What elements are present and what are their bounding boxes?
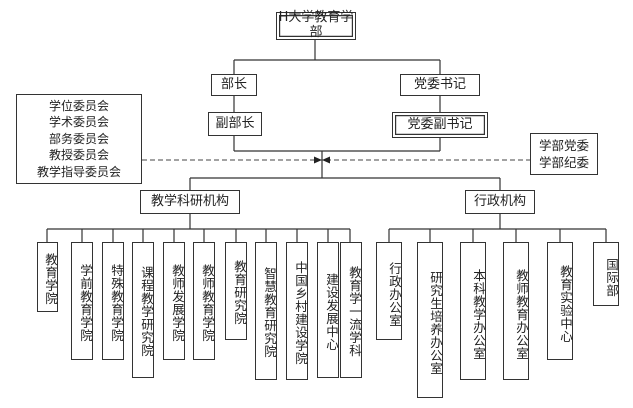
committee-item: 教学指导委员会 — [36, 164, 121, 179]
academic-unit-label: 课程教学研究院 — [139, 266, 154, 357]
arrow-right-icon — [322, 156, 330, 164]
academic-unit-label: 特殊教育学院 — [109, 263, 124, 342]
academic-unit: 智慧教育研究院 — [255, 242, 277, 380]
academic-unit: 中国乡村建设学院 — [286, 242, 308, 380]
academic-unit-label: 智慧教育研究院 — [262, 267, 277, 358]
academic-branch-label: 教学科研机构 — [150, 193, 229, 209]
admin-unit-label: 国际部 — [604, 257, 619, 297]
vice-dean-node: 副部长 — [208, 112, 262, 136]
admin-unit-label: 教育实验中心 — [558, 265, 573, 343]
party-committee-item: 学部纪委 — [538, 155, 589, 170]
admin-unit-label: 研究生培养办公室 — [428, 271, 443, 375]
admin-unit: 行政办公室 — [376, 242, 402, 340]
admin-unit: 教育实验中心 — [547, 242, 573, 360]
academic-unit: 课程教学研究院 — [132, 242, 154, 378]
admin-unit: 教师教育办公室 — [503, 242, 529, 380]
academic-unit-label: 教育学一流学科 — [347, 266, 362, 357]
admin-unit: 本科教学办公室 — [460, 242, 486, 380]
academic-unit-label: 中国乡村建设学院 — [293, 260, 308, 365]
committee-item: 学术委员会 — [48, 115, 109, 130]
party-secretary-label: 党委书记 — [413, 76, 466, 92]
academic-branch-node: 教学科研机构 — [140, 190, 240, 214]
committees-node: 学位委员会 学术委员会 部务委员会 教授委员会 教学指导委员会 — [16, 94, 142, 184]
deputy-party-secretary-label: 党委副书记 — [407, 116, 473, 132]
academic-unit-label: 教育学院 — [43, 252, 58, 305]
dean-label: 部长 — [220, 76, 247, 92]
root-label: H大学教育学部 — [278, 10, 354, 40]
committee-item: 部务委员会 — [48, 131, 109, 146]
academic-unit-label: 建设发展中心 — [324, 272, 339, 351]
committee-item: 教授委员会 — [48, 148, 109, 163]
academic-unit: 特殊教育学院 — [102, 242, 124, 360]
deputy-party-secretary-node: 党委副书记 — [392, 112, 488, 138]
vice-dean-label: 副部长 — [215, 115, 255, 131]
arrow-left-icon — [314, 156, 322, 164]
academic-unit: 教育学一流学科 — [340, 242, 362, 378]
dean-node: 部长 — [211, 74, 257, 96]
academic-unit: 教师教育学院 — [193, 242, 215, 360]
party-committees-node: 学部党委 学部纪委 — [530, 133, 598, 175]
party-committee-item: 学部党委 — [538, 138, 589, 153]
academic-unit: 学前教育学院 — [71, 242, 93, 360]
academic-unit: 教育学院 — [37, 242, 58, 312]
party-secretary-node: 党委书记 — [400, 74, 480, 96]
admin-branch-label: 行政机构 — [473, 193, 526, 209]
academic-unit: 教育研究院 — [225, 242, 247, 340]
academic-unit-label: 教师教育学院 — [200, 263, 215, 342]
academic-unit: 建设发展中心 — [317, 242, 339, 378]
committee-item: 学位委员会 — [48, 98, 109, 113]
admin-unit: 研究生培养办公室 — [417, 242, 443, 398]
admin-unit-label: 本科教学办公室 — [471, 268, 486, 360]
academic-unit-label: 学前教育学院 — [78, 263, 93, 342]
root-node: H大学教育学部 — [276, 10, 356, 40]
admin-unit-label: 行政办公室 — [387, 261, 402, 327]
academic-unit-label: 教师发展学院 — [170, 263, 185, 342]
admin-unit-label: 教师教育办公室 — [514, 268, 529, 360]
admin-branch-node: 行政机构 — [465, 190, 535, 214]
academic-unit: 教师发展学院 — [163, 242, 185, 360]
academic-unit-label: 教育研究院 — [232, 260, 247, 325]
admin-unit: 国际部 — [593, 242, 619, 306]
